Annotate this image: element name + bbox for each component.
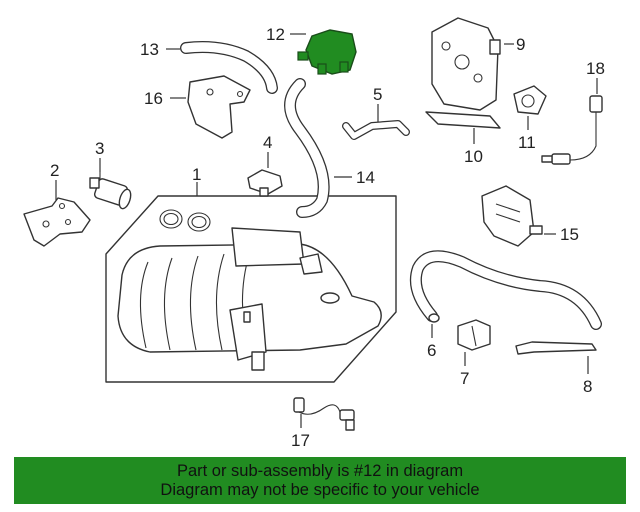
callout-10[interactable]: 10	[464, 147, 483, 166]
callout-16[interactable]: 16	[144, 89, 163, 108]
callout-8[interactable]: 8	[583, 377, 592, 396]
part-3-valve[interactable]	[89, 172, 133, 210]
callout-labels: 1 2 3 4 5 6 7 8 9 10 11 12 13 14 15 16 1…	[50, 25, 605, 450]
callout-9[interactable]: 9	[516, 35, 525, 54]
part-18-sensor[interactable]	[541, 95, 603, 165]
callout-1[interactable]: 1	[192, 165, 201, 184]
callout-2[interactable]: 2	[50, 161, 59, 180]
callout-5[interactable]: 5	[373, 85, 382, 104]
part-10-gasket[interactable]	[425, 111, 501, 129]
parts-diagram: 1 2 3 4 5 6 7 8 9 10 11 12 13 14 15 16 1…	[23, 17, 605, 450]
part-15-valve[interactable]	[481, 185, 543, 247]
part-8-bracket[interactable]	[515, 341, 597, 355]
part-14-hose[interactable]	[284, 78, 330, 218]
callout-6[interactable]: 6	[427, 341, 436, 360]
part-13-hose[interactable]	[180, 41, 278, 94]
part-16-bracket[interactable]	[187, 75, 251, 139]
callout-17[interactable]: 17	[291, 431, 310, 450]
callout-4[interactable]: 4	[263, 133, 272, 152]
info-banner: Part or sub-assembly is #12 in diagram D…	[14, 457, 626, 504]
part-4-clip[interactable]	[247, 169, 283, 197]
callout-12[interactable]: 12	[266, 25, 285, 44]
callout-14[interactable]: 14	[356, 168, 375, 187]
callout-7[interactable]: 7	[460, 369, 469, 388]
leader-lines	[55, 33, 598, 428]
banner-line-1: Part or sub-assembly is #12 in diagram	[176, 462, 464, 480]
part-1-canister[interactable]	[105, 195, 397, 383]
part-2-bracket[interactable]	[23, 197, 91, 247]
callout-3[interactable]: 3	[95, 139, 104, 158]
part-7-connector[interactable]	[457, 319, 491, 351]
part-6-hose[interactable]	[409, 250, 602, 330]
callout-11[interactable]: 11	[518, 133, 536, 152]
part-12-solenoid[interactable]	[297, 29, 357, 75]
part-17-sensor[interactable]	[293, 397, 355, 431]
part-9-housing[interactable]	[431, 17, 501, 111]
part-5-tube[interactable]	[342, 120, 410, 140]
callout-13[interactable]: 13	[140, 40, 159, 59]
part-11-gasket[interactable]	[513, 85, 547, 115]
callout-18[interactable]: 18	[586, 59, 605, 78]
banner-line-2: Diagram may not be specific to your vehi…	[160, 481, 480, 499]
callout-15[interactable]: 15	[560, 225, 579, 244]
